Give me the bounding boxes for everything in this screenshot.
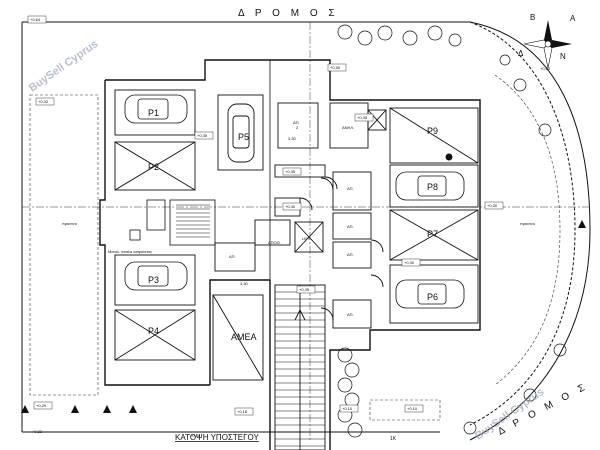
label-p1: P1	[148, 108, 159, 118]
parking-p5	[217, 94, 264, 171]
car-p8	[395, 171, 465, 201]
label-p9: P9	[427, 126, 438, 136]
svg-text:+0,40: +0,40	[285, 204, 296, 209]
svg-text:+0,29: +0,29	[36, 403, 47, 408]
street-label-top: Δ Ρ Ο Μ Ο Σ	[238, 8, 339, 19]
level-labels: +0,64 +0,32 +0,50 +0,35 +0,35 +0,35 +0,4…	[27, 15, 551, 438]
parking-right	[389, 107, 479, 324]
storage-ap8: ΑΠ.	[347, 312, 354, 317]
storage-ap1: ΑΠ.	[293, 120, 300, 125]
svg-text:+0,18: +0,18	[237, 409, 248, 414]
svg-text:+0,64: +0,64	[30, 17, 41, 22]
label-p2: P2	[148, 162, 159, 172]
car-p3	[124, 261, 188, 291]
label-storage: ΑΠΟΘ.	[268, 240, 281, 245]
trees	[337, 24, 567, 438]
compass-b: B	[530, 13, 535, 22]
svg-text:+0,10: +0,10	[342, 406, 353, 411]
side-note-left: πρασινο	[62, 221, 78, 226]
svg-text:+0,30: +0,30	[487, 203, 498, 208]
side-note-right: πρασινο	[520, 221, 536, 226]
svg-text:+0,35: +0,35	[357, 115, 368, 120]
storage-ap5: ΑΠ.	[347, 224, 354, 229]
svg-text:+0,10: +0,10	[190, 433, 201, 438]
label-p4: P4	[148, 326, 159, 336]
ramp	[274, 284, 326, 450]
compass-n: N	[560, 52, 566, 61]
garden-edges	[29, 74, 561, 421]
storage-top	[277, 102, 387, 149]
storage-ap3: ΑΠ.	[347, 186, 354, 191]
compass-icon	[523, 20, 572, 69]
dim-2: 3,30	[288, 136, 297, 141]
svg-text:+0,32: +0,32	[38, 99, 49, 104]
svg-text:+0,10: +0,10	[407, 406, 418, 411]
dim-1: 3,30	[240, 281, 249, 286]
label-p7: P7	[427, 229, 438, 239]
svg-text:+0,65: +0,65	[540, 66, 551, 71]
level-markers	[21, 220, 586, 413]
storage-ap6: ΑΠ.	[347, 252, 354, 257]
axis-lines	[22, 22, 590, 440]
svg-text:+0,35: +0,35	[197, 133, 208, 138]
stair-core	[129, 199, 216, 246]
watermark-top: BuySell Cyprus	[27, 38, 100, 94]
parking-left	[114, 89, 196, 361]
compass-d: Δ	[518, 49, 524, 58]
plan-title: ΚΑΤΟΨΗ ΥΠΟΣΤΕΓΟΥ	[175, 433, 259, 442]
storage-ap1-num: 2	[296, 125, 299, 130]
car-p6	[395, 279, 465, 309]
ramp-note: Μεταλ. σκαλα ασφαλειας	[108, 249, 152, 254]
svg-text:+0,50: +0,50	[330, 65, 341, 70]
label-lift: LIFT	[302, 236, 311, 241]
amea-parking	[212, 294, 264, 381]
label-p5: P5	[238, 132, 249, 142]
storage-ap9: ΑΠ.	[229, 254, 236, 259]
car-p1	[124, 94, 188, 124]
svg-text:+0,35: +0,35	[299, 287, 310, 292]
site-boundary	[21, 21, 591, 441]
bottom-code: 1Κ	[390, 436, 397, 442]
label-p3: P3	[148, 275, 159, 285]
storage-column	[320, 171, 384, 329]
svg-text:+0,30: +0,30	[404, 260, 415, 265]
label-amea: ΑΜΕΑ	[231, 332, 257, 342]
label-p8: P8	[427, 182, 438, 192]
svg-text:+0,35: +0,35	[285, 169, 296, 174]
label-p6: P6	[427, 292, 438, 302]
svg-text:+0,33: +0,33	[32, 429, 43, 434]
compass-a: A	[570, 14, 576, 23]
building-outline	[99, 59, 481, 450]
label-anel: ΑΝΗΛ.	[342, 125, 354, 130]
